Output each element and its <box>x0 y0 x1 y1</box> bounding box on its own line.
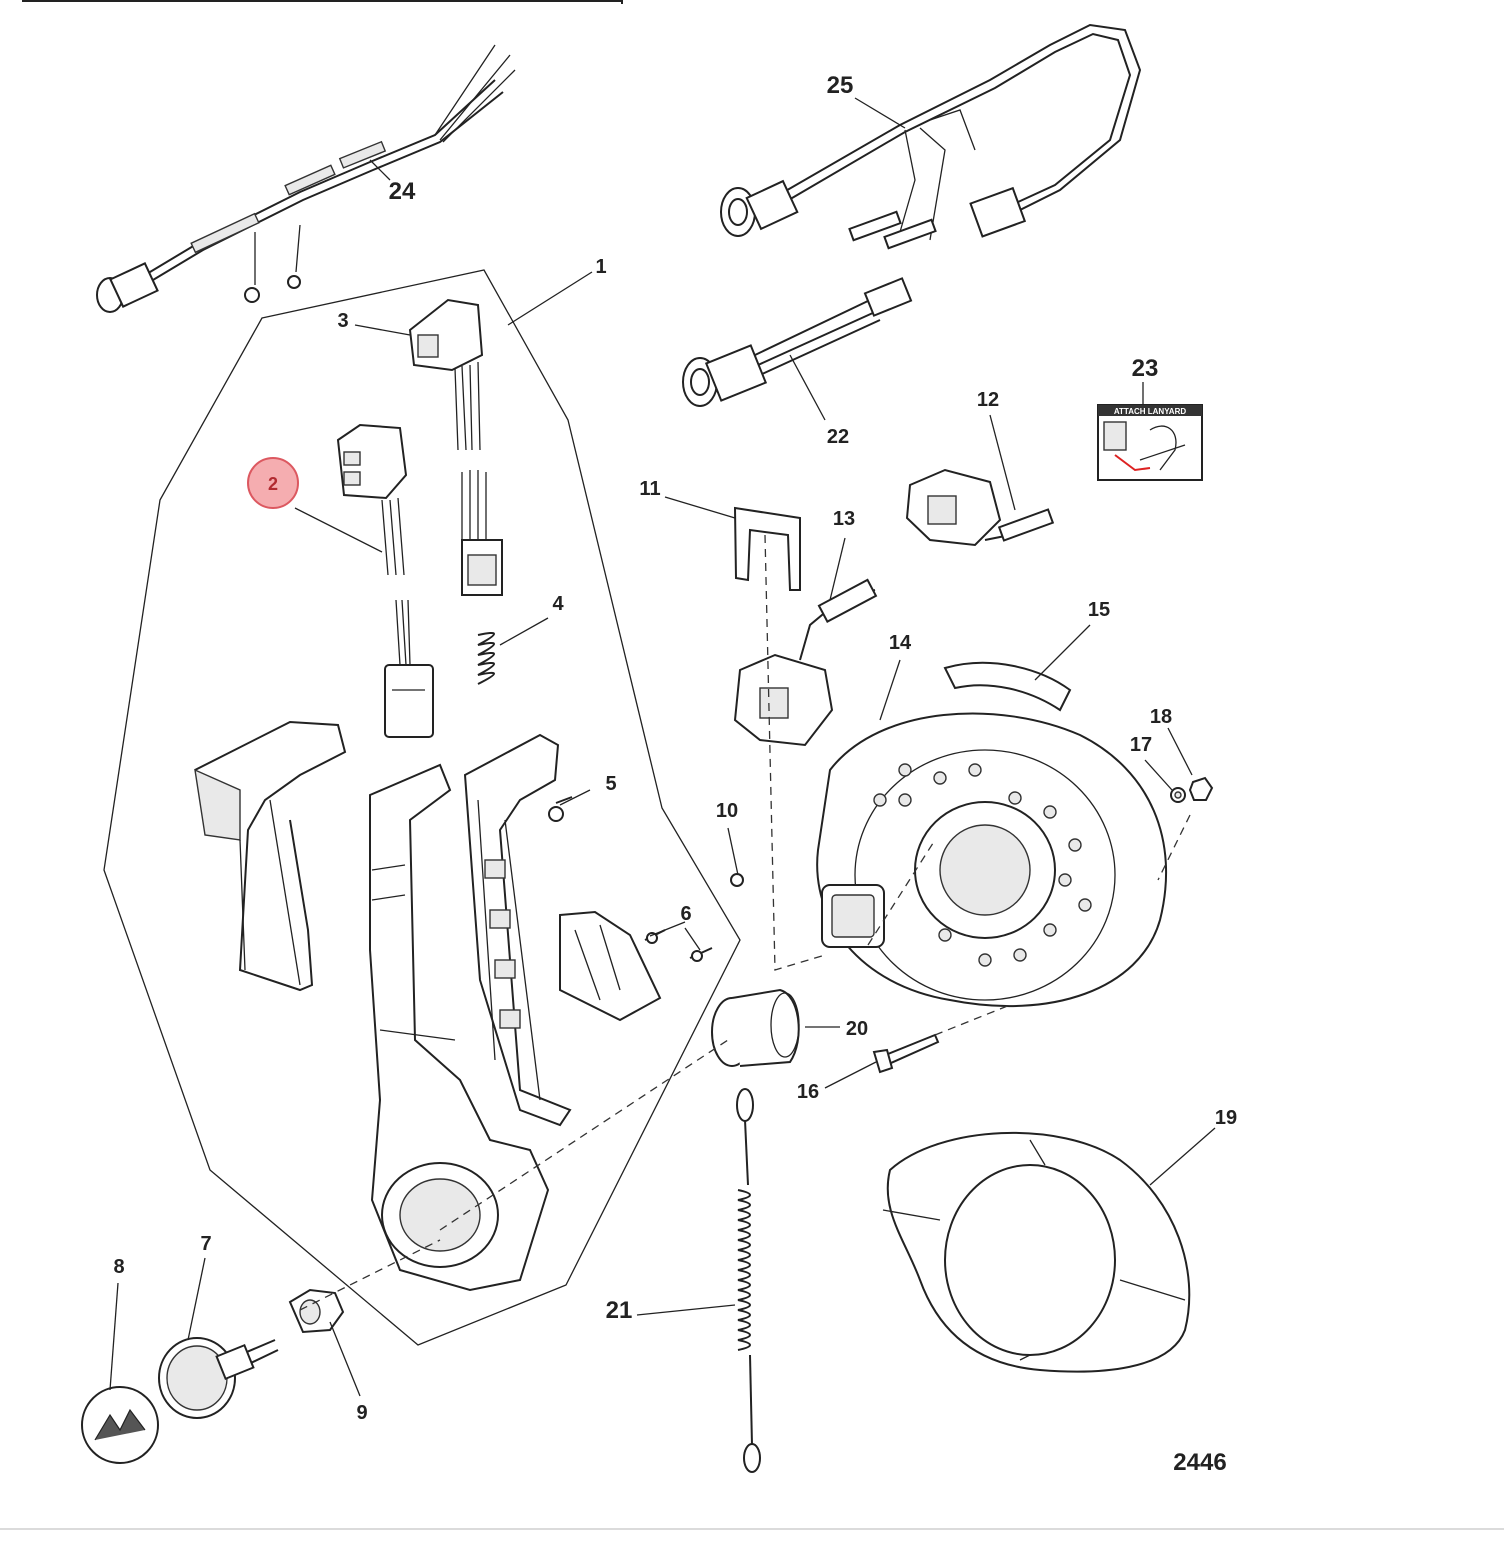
decal-header: ATTACH LANYARD <box>1114 407 1187 416</box>
callout-15: 15 <box>1088 599 1110 621</box>
callout-21: 21 <box>606 1297 633 1324</box>
callout-5: 5 <box>605 773 616 795</box>
callout-16: 16 <box>797 1081 819 1103</box>
callout-3: 3 <box>337 310 348 332</box>
part-2-connector <box>336 423 434 738</box>
part-22-adapter <box>682 277 913 407</box>
housing-holes <box>873 763 1092 967</box>
assembly-outline <box>103 269 741 1346</box>
callout-1: 1 <box>595 256 606 278</box>
callout-2[interactable]: 2 <box>268 474 278 494</box>
part-13-switch <box>733 578 878 747</box>
part-19-cover <box>882 1131 1191 1373</box>
part-17-washer <box>1170 787 1186 803</box>
part-20-bushing <box>711 988 800 1067</box>
assembly-dashed-lines <box>299 534 1191 1311</box>
part-3-connector <box>408 298 503 596</box>
callout-9: 9 <box>356 1402 367 1424</box>
callout-labels: 1 3 4 5 6 7 8 9 10 11 12 13 14 15 16 17 … <box>113 72 1237 1476</box>
part-8-emblem <box>81 1386 159 1464</box>
part-10-screw <box>730 873 744 887</box>
part-15-pad <box>943 661 1072 712</box>
callout-12: 12 <box>977 389 999 411</box>
callout-23: 23 <box>1132 355 1159 382</box>
callout-18: 18 <box>1150 706 1172 728</box>
callout-24: 24 <box>389 178 416 205</box>
callout-8: 8 <box>113 1256 124 1278</box>
part-5-screw <box>548 796 573 822</box>
part-11-bracket <box>733 506 801 591</box>
callout-17: 17 <box>1130 734 1152 756</box>
callout-7: 7 <box>200 1233 211 1255</box>
callout-13: 13 <box>833 508 855 530</box>
callout-2-highlight[interactable]: 2 <box>247 457 299 509</box>
callout-19: 19 <box>1215 1107 1237 1129</box>
leader-lines <box>109 97 1216 1397</box>
part-18-nut <box>1188 776 1214 801</box>
callout-22: 22 <box>827 426 849 448</box>
callout-20: 20 <box>846 1018 868 1040</box>
part-25-harness <box>720 23 1142 250</box>
part-23-decal: ATTACH LANYARD <box>1097 404 1203 481</box>
callout-25: 25 <box>827 72 854 99</box>
part-21-lanyard <box>736 1088 761 1473</box>
part-4-spring <box>477 632 495 685</box>
callout-10: 10 <box>716 800 738 822</box>
part-6-detent <box>559 910 713 1022</box>
callout-6: 6 <box>680 903 691 925</box>
part-9-nut <box>288 1288 345 1334</box>
figure-number: 2446 <box>1173 1449 1226 1476</box>
part-16-bolt <box>872 1033 940 1074</box>
part-7-knob <box>158 1337 279 1419</box>
highlight-marker[interactable] <box>247 457 299 509</box>
lever-cover <box>463 733 572 1127</box>
callout-4: 4 <box>552 593 564 615</box>
handle-grip <box>194 720 347 992</box>
part-14-housing <box>816 712 1168 1007</box>
part-24-harness <box>96 44 516 313</box>
callout-11: 11 <box>639 478 660 500</box>
main-lever <box>369 763 550 1292</box>
part-12-switch <box>905 468 1055 547</box>
callout-14: 14 <box>889 632 912 654</box>
